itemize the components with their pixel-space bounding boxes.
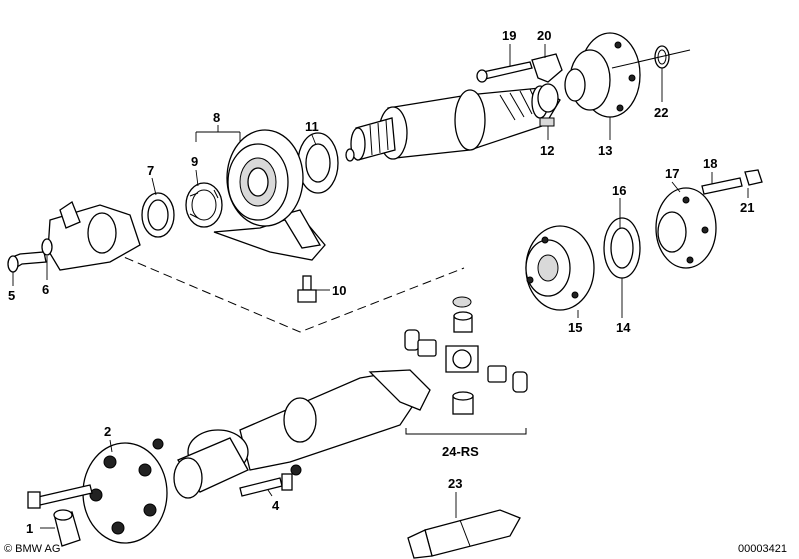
nut-21 [744,169,763,186]
ring-7 [141,192,175,238]
callout-4: 4 [272,498,280,513]
rear-shaft-section [173,369,431,499]
flex-disc-2 [82,442,168,544]
callout-14: 14 [616,320,631,335]
callout-10: 10 [332,283,346,298]
callout-17: 17 [665,166,679,181]
kit-bracket [405,428,527,435]
flange-13 [564,32,641,118]
callout-20: 20 [537,28,551,43]
callout-7: 7 [147,163,154,178]
callout-23: 23 [448,476,462,491]
seal-ring-22 [654,45,670,69]
clamp-20 [531,53,563,113]
callout-11: 11 [305,119,319,134]
callout-15: 15 [568,320,582,335]
callout-18: 18 [703,156,717,171]
grease-tube-23 [407,509,521,559]
front-shaft-section [350,85,561,161]
bolt-5 [7,251,47,273]
brand-copyright: © BMW AG [4,543,60,555]
bolt-18 [701,177,743,195]
washer-6 [41,238,53,256]
seal-14 [603,217,641,279]
callout-16: 16 [612,183,626,198]
callout-22: 22 [654,105,668,120]
callout-12: 12 [540,143,554,158]
assembly-dashed-line [111,251,465,333]
document-number: 00003421 [738,543,787,555]
callout-5: 5 [8,288,15,303]
flange-15 [525,225,595,311]
sleeve-1 [53,509,81,547]
ring-11 [297,132,339,194]
clamp-12 [539,117,555,127]
universal-joint-kit [404,296,528,415]
leader-lines [12,44,749,529]
callout-21: 21 [740,200,754,215]
callout-labels: 1 2 4 5 6 7 8 9 10 11 12 13 14 15 16 17 … [8,28,754,536]
bolt-19 [476,61,533,83]
callout-9: 9 [191,154,198,169]
callout-19: 19 [502,28,516,43]
bolt-10 [297,275,317,303]
callout-2: 2 [104,424,111,439]
callout-1: 1 [26,521,33,536]
callout-24-rs: 24-RS [442,444,479,459]
yoke-front [47,201,141,271]
flange-17 [655,187,717,269]
callout-13: 13 [598,143,612,158]
callout-6: 6 [42,282,49,297]
center-bearing-8 [213,129,326,261]
bearing-9 [185,182,223,228]
bolt-lower-left [27,484,93,509]
callout-8: 8 [213,110,220,125]
nut-small [152,438,164,450]
bolt-4 [239,473,293,497]
